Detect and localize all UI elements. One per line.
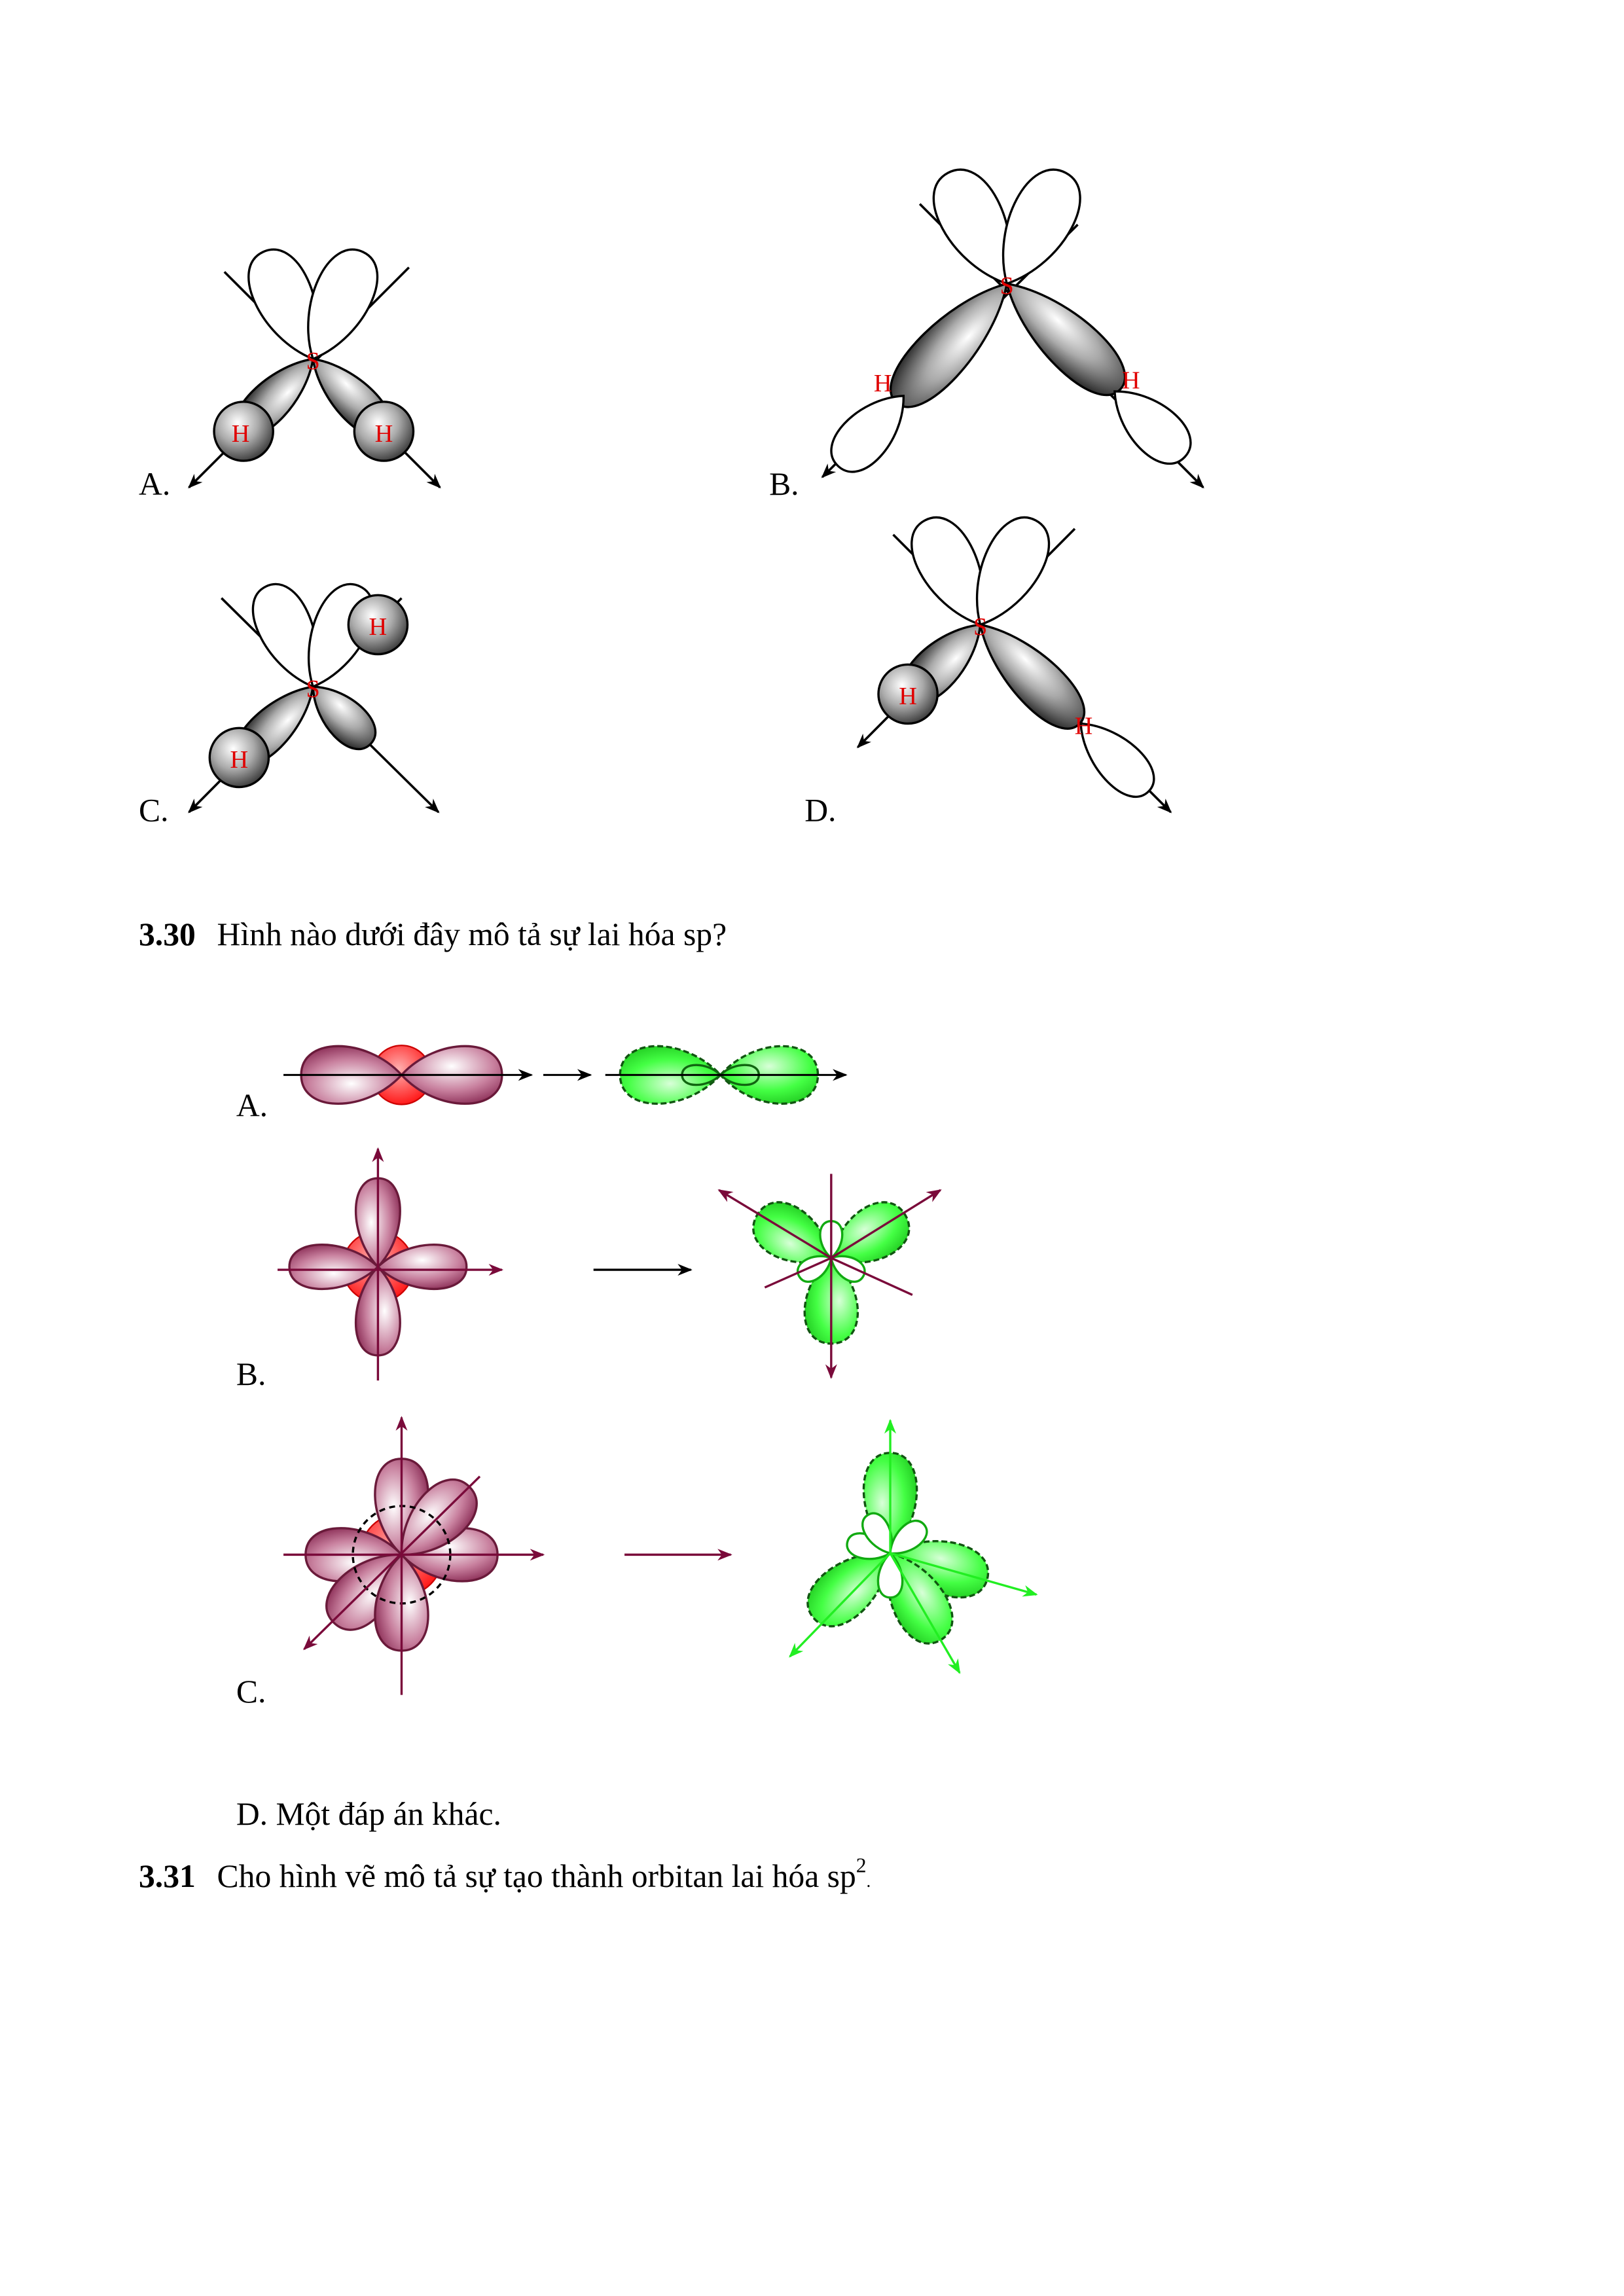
sp2-orbital-lobe bbox=[829, 1201, 911, 1264]
bonding-lobe bbox=[1005, 282, 1127, 397]
h-orbital-lobe bbox=[1113, 390, 1192, 465]
axis-line bbox=[764, 1257, 832, 1289]
atom-h: H bbox=[874, 370, 892, 397]
h-orbital-lobe bbox=[1079, 722, 1155, 798]
axis-line bbox=[303, 1475, 481, 1651]
q330-option-c-label: C. bbox=[236, 1674, 266, 1710]
atom-s: S bbox=[1000, 272, 1014, 300]
atom-s: S bbox=[973, 613, 987, 641]
bonding-lobe bbox=[312, 685, 377, 751]
question-3-30-number: 3.30 bbox=[139, 916, 196, 952]
p-orbital-lobe bbox=[975, 516, 1051, 626]
atom-h: H bbox=[232, 420, 250, 448]
p-orbital-lobe bbox=[307, 248, 379, 361]
trailing-period: . bbox=[867, 1871, 871, 1891]
axis-line bbox=[789, 1552, 892, 1658]
atom-h: H bbox=[375, 420, 393, 448]
hydrogen-sphere bbox=[347, 594, 409, 656]
p-orbital-lobe bbox=[288, 1244, 380, 1290]
question-3-30-text: Hình nào dưới đây mô tả sự lai hóa sp? bbox=[217, 916, 727, 952]
p-orbital-lobe bbox=[1001, 168, 1081, 285]
hydrogen-sphere bbox=[877, 663, 939, 725]
atom-h: H bbox=[230, 746, 249, 774]
bonding-lobe bbox=[979, 623, 1085, 730]
q330-option-b-label: B. bbox=[236, 1356, 266, 1392]
axis-line bbox=[889, 1552, 961, 1674]
question-3-31-text: Cho hình vẽ mô tả sự tạo thành orbitan l… bbox=[217, 1854, 871, 1894]
p-orbital-lobe bbox=[376, 1244, 468, 1290]
option-d-label: D. bbox=[804, 792, 836, 828]
hydrogen-sphere bbox=[353, 401, 415, 462]
sp3-orbital-lobe bbox=[806, 1551, 892, 1628]
hydrogen-sphere bbox=[213, 401, 274, 462]
atom-h: H bbox=[1122, 367, 1140, 395]
axis-line bbox=[831, 1257, 913, 1296]
atom-h: H bbox=[899, 683, 917, 710]
hydrogen-sphere bbox=[208, 726, 270, 789]
option-c-label: C. bbox=[139, 792, 169, 828]
option-b-label: B. bbox=[769, 466, 799, 502]
axis-line bbox=[890, 1552, 1038, 1597]
h-orbital-lobe bbox=[830, 395, 905, 473]
axis-line bbox=[830, 1189, 942, 1259]
question-3-31-body: Cho hình vẽ mô tả sự tạo thành orbitan l… bbox=[217, 1858, 856, 1894]
atom-s: S bbox=[306, 675, 319, 703]
q330-option-a-label: A. bbox=[236, 1088, 268, 1124]
small-lobe bbox=[889, 1520, 928, 1555]
superscript-2: 2 bbox=[856, 1854, 867, 1876]
option-a-label: A. bbox=[139, 466, 170, 502]
q330-option-d-text: D. Một đáp án khác. bbox=[236, 1796, 501, 1832]
atom-h: H bbox=[369, 613, 388, 641]
axis-line bbox=[717, 1189, 832, 1259]
atom-h: H bbox=[1075, 712, 1093, 740]
question-3-31-number: 3.31 bbox=[139, 1858, 196, 1894]
atom-s: S bbox=[306, 348, 319, 375]
